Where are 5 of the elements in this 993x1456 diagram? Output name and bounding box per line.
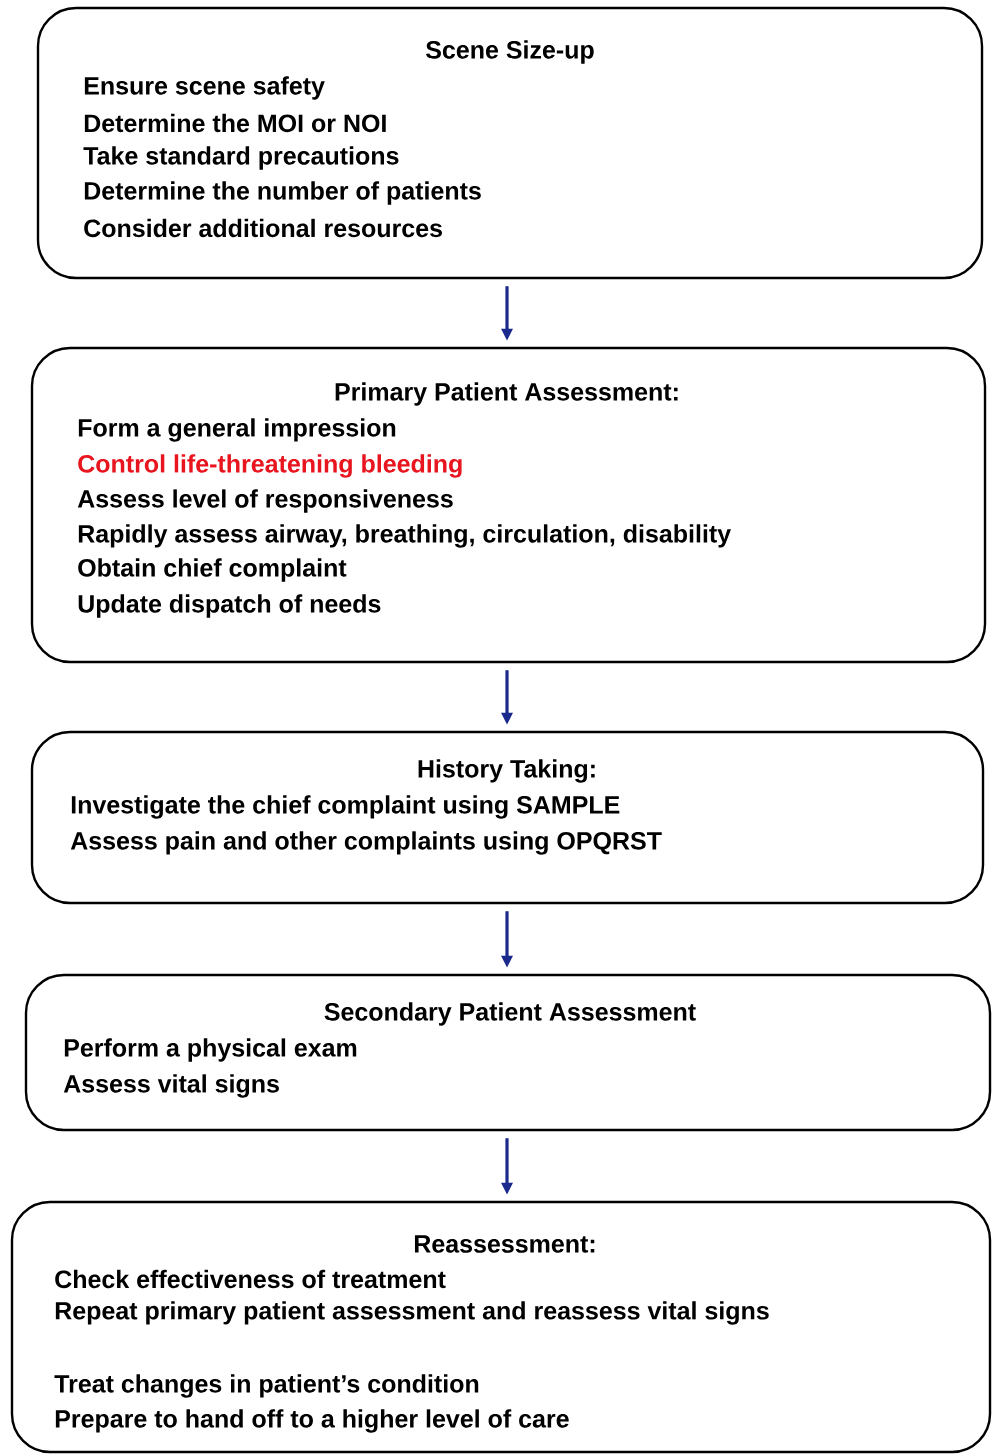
process-box: Secondary Patient Assessment Perform a physical exam Assess vital signs <box>24 973 992 1132</box>
process-box: Primary Patient Assessment: Form a general impression Control life-threatening bleeding Assess level of responsiveness Rapidly assess airway, breathing, circulation, disability Obtain chief complaint Update dispatch of needs <box>30 346 987 664</box>
process-box: Scene Size-up Ensure scene safety Determine the MOI or NOI Take standard precautions Determine the number of patients Consider additional resources <box>36 6 984 280</box>
process-box: History Taking: Investigate the chief complaint using SAMPLE Assess pain and other complaints using OPQRST <box>30 730 985 905</box>
process-box: Reassessment: Check effectiveness of treatment Repeat primary patient assessment and reassess vital signs Treat changes in patient’s condition Prepare to hand off to a higher level of care <box>10 1200 992 1454</box>
